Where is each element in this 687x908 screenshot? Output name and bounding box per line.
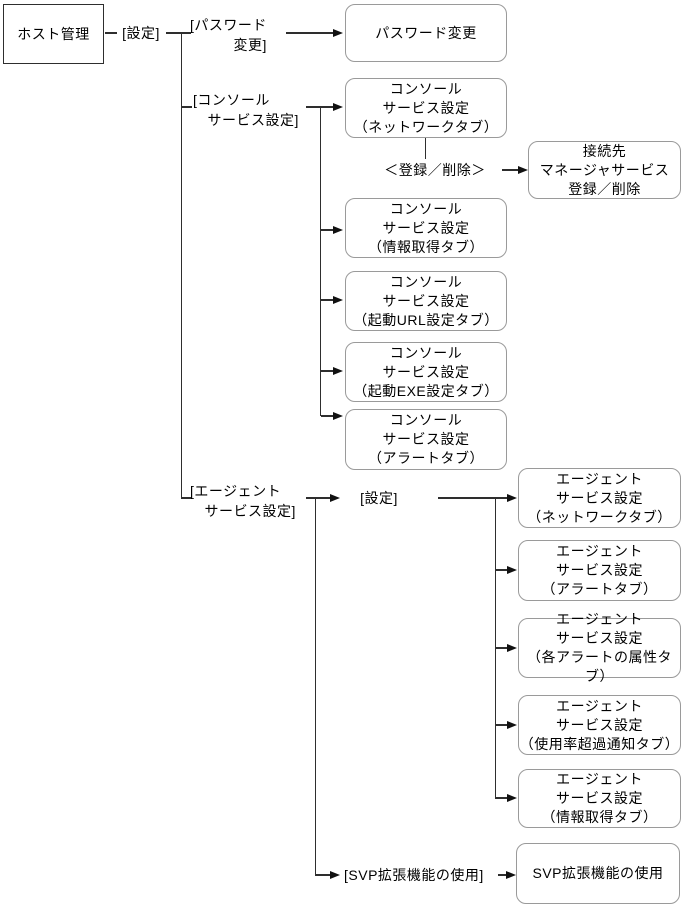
screen-agent-service-alert: エージェント サービス設定 （アラートタブ） [518,540,681,601]
label-settings-menu: [設定] [122,25,160,41]
arrow-head [333,28,343,37]
arrow-head [333,225,343,234]
arrow-head [507,720,517,729]
connector-line [166,32,182,34]
connector-line [496,497,507,499]
arrow-head [507,793,517,802]
screen-console-service-info: コンソール サービス設定 （情報取得タブ） [345,198,507,258]
label-svp-extension-menu: [SVP拡張機能の使用] [344,867,484,883]
connector-line [321,106,333,108]
arrow-head [330,493,340,502]
arrow-head [518,165,528,174]
arrow-head [333,366,343,375]
connector-line [316,497,330,499]
connector-line [496,569,507,571]
connector-line [306,106,321,108]
label-agent-service-menu: [エージェント サービス設定] [190,483,296,519]
screen-svp-extension: SVP拡張機能の使用 [516,843,680,904]
arrow-head [507,643,517,652]
connector-line [498,874,506,876]
connector-line [181,497,191,499]
connector-line [105,32,117,34]
screen-console-service-alert: コンソール サービス設定 （アラートタブ） [345,409,507,470]
label-console-service-menu: [コンソール サービス設定] [193,92,299,128]
connector-line [321,229,333,231]
screen-agent-service-info: エージェント サービス設定 （情報取得タブ） [518,769,681,828]
connector-line [321,415,333,417]
arrow-head [333,411,343,420]
connector-line [502,169,518,171]
connector-line [316,874,330,876]
connector-line [314,497,316,876]
screen-console-service-exe: コンソール サービス設定 （起動EXE設定タブ） [345,342,507,402]
connector-line [181,106,192,108]
connector-line [306,497,316,499]
label-agent-settings-menu: [設定] [360,490,398,506]
connector-line [180,32,182,499]
screen-console-service-url: コンソール サービス設定 （起動URL設定タブ） [345,271,507,331]
arrow-head [506,870,516,879]
screen-password-change: パスワード変更 [345,4,507,62]
connector-line [286,32,334,34]
screen-agent-service-network: エージェント サービス設定 （ネットワークタブ） [518,468,681,528]
connector-line [321,370,333,372]
connector-line [496,647,507,649]
arrow-head [507,493,517,502]
connector-line [496,797,507,799]
connector-line [494,497,496,799]
screen-agent-service-usage: エージェント サービス設定 （使用率超過通知タブ） [518,695,681,755]
connector-line [181,32,191,34]
connector-line [321,299,333,301]
connector-line [319,106,321,417]
label-register-delete: ＜登録／削除＞ [384,162,486,178]
screen-manager-service-register-delete: 接続先 マネージャサービス 登録／削除 [528,141,681,199]
arrow-head [330,870,340,879]
arrow-head [507,565,517,574]
connector-line [496,724,507,726]
screen-agent-service-alert-attr: エージェント サービス設定 （各アラートの属性タブ） [518,611,681,684]
arrow-head [333,102,343,111]
connector-line [424,138,426,159]
screen-console-service-network: コンソール サービス設定 （ネットワークタブ） [345,78,507,138]
label-password-change-menu: [パスワード 変更] [190,17,267,53]
node-host-management: ホスト管理 [3,4,104,64]
arrow-head [333,295,343,304]
connector-line [438,497,496,499]
